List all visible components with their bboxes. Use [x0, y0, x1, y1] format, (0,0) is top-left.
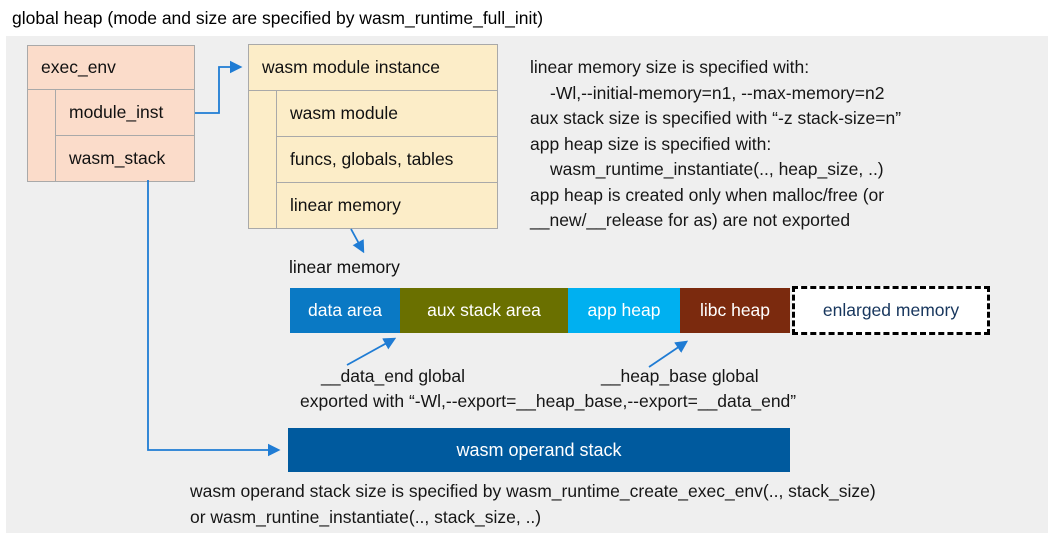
note-line: wasm_runtime_instantiate(.., heap_size, …	[550, 159, 884, 179]
size-notes: linear memory size is specified with: -W…	[530, 55, 901, 234]
module-instance-field-funcs-globals-tables: funcs, globals, tables	[276, 137, 497, 183]
note-line: linear memory size is specified with:	[530, 57, 810, 77]
segment-libc-heap: libc heap	[680, 288, 790, 333]
note-line: -Wl,--initial-memory=n1, --max-memory=n2	[550, 82, 885, 103]
module-instance-field-linear-memory: linear memory	[276, 183, 497, 228]
exec-env-field-wasm-stack: wasm_stack	[55, 136, 194, 181]
exported-with-label: exported with “-Wl,--export=__heap_base,…	[300, 391, 797, 411]
wasm-operand-stack-bar: wasm operand stack	[288, 428, 790, 472]
linear-memory-label: linear memory	[289, 257, 400, 277]
module-instance-box: wasm module instance wasm module funcs, …	[248, 44, 498, 229]
segment-aux-stack-area: aux stack area	[400, 288, 568, 333]
exec-env-header: exec_env	[28, 46, 194, 90]
module-instance-field-wasm-module: wasm module	[276, 91, 497, 137]
segment-enlarged-memory: enlarged memory	[792, 286, 990, 335]
note-line: app heap is created only when malloc/fre…	[530, 184, 885, 205]
footer-line: or wasm_runtine_instantiate(.., stack_si…	[190, 506, 542, 527]
heap-base-global-label: __heap_base global	[601, 366, 759, 386]
diagram-title: global heap (mode and size are specified…	[12, 8, 544, 28]
operand-stack-notes: wasm operand stack size is specified by …	[190, 479, 876, 530]
footer-line: wasm operand stack size is specified by …	[190, 481, 876, 501]
note-line: app heap size is specified with:	[530, 133, 772, 154]
note-line: __new/__release for as) are not exported	[530, 210, 851, 230]
segment-data-area: data area	[290, 288, 400, 333]
exec-env-box: exec_env module_inst wasm_stack	[27, 45, 195, 182]
segment-app-heap: app heap	[568, 288, 680, 333]
module-instance-header: wasm module instance	[249, 45, 497, 91]
note-line: aux stack size is specified with “-z sta…	[530, 108, 902, 128]
data-end-global-label: __data_end global	[321, 366, 466, 386]
exec-env-field-module-inst: module_inst	[55, 90, 194, 136]
